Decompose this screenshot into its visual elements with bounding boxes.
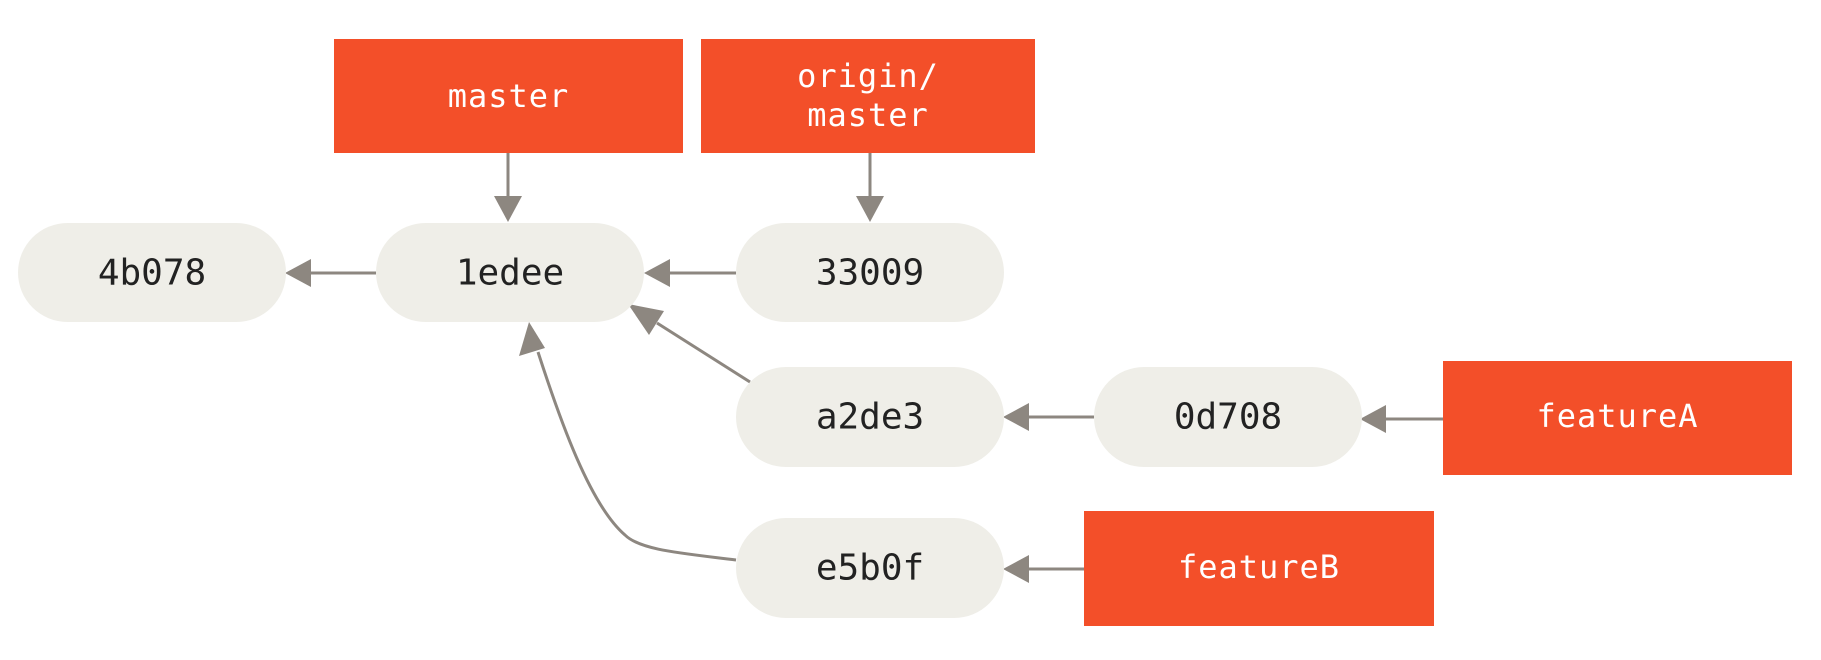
commit-4b078: 4b078 — [18, 223, 286, 322]
edge-a2de3-to-1edee — [656, 321, 751, 384]
ref-master-label: master — [448, 77, 570, 115]
commit-4b078-pill — [18, 223, 286, 322]
commit-a2de3-hash: a2de3 — [816, 397, 924, 438]
arrowhead-1edee-to-4b078 — [285, 259, 311, 287]
ref-featureA: featureA — [1443, 361, 1792, 475]
arrowhead-e5b0f-to-1edee — [519, 322, 545, 356]
commit-33009-pill — [736, 223, 1004, 322]
arrowhead-0d708-to-a2de3 — [1003, 403, 1029, 431]
commit-1edee: 1edee — [376, 223, 644, 322]
commit-0d708-hash: 0d708 — [1174, 397, 1282, 438]
arrowhead-origin-master-to-33009 — [856, 196, 884, 222]
arrowhead-featureB-to-e5b0f — [1003, 555, 1029, 583]
ref-featureB-box — [1084, 511, 1434, 626]
commit-4b078-hash: 4b078 — [98, 253, 206, 294]
arrowhead-featureA-to-0d708 — [1360, 405, 1386, 433]
ref-origin-master-box — [701, 39, 1035, 153]
commit-e5b0f-pill — [736, 518, 1004, 618]
ref-featureB: featureB — [1084, 511, 1434, 626]
commit-33009: 33009 — [736, 223, 1004, 322]
ref-featureA-label: featureA — [1536, 397, 1698, 435]
commit-1edee-hash: 1edee — [456, 253, 564, 294]
ref-origin-master-label-line2: master — [807, 96, 929, 134]
ref-master: master — [334, 39, 683, 153]
edge-e5b0f-to-1edee — [536, 351, 737, 562]
ref-featureB-label: featureB — [1178, 548, 1340, 586]
commit-0d708: 0d708 — [1094, 367, 1362, 467]
commit-e5b0f: e5b0f — [736, 518, 1004, 618]
arrowhead-33009-to-1edee — [644, 259, 670, 287]
ref-master-box — [334, 39, 683, 153]
ref-origin-master-label-line1: origin/ — [797, 57, 939, 95]
commit-33009-hash: 33009 — [816, 253, 924, 294]
commit-a2de3-pill — [736, 367, 1004, 467]
commit-e5b0f-hash: e5b0f — [816, 548, 924, 589]
arrowhead-a2de3-to-1edee — [628, 304, 664, 335]
commit-1edee-pill — [376, 223, 644, 322]
commit-0d708-pill — [1094, 367, 1362, 467]
commit-a2de3: a2de3 — [736, 367, 1004, 467]
ref-featureA-box — [1443, 361, 1792, 475]
arrowhead-master-to-1edee — [494, 196, 522, 222]
ref-origin-master: origin/ master — [701, 39, 1035, 153]
edges — [285, 153, 1443, 583]
